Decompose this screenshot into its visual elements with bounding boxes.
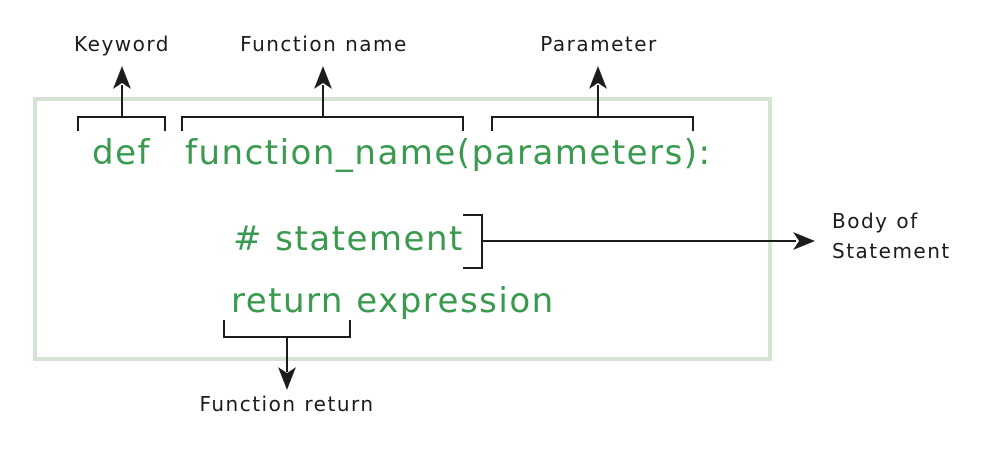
- label-function-name: Function name: [240, 32, 408, 56]
- label-body-of-statement: Body of Statement: [832, 206, 951, 266]
- code-keyword: def: [92, 133, 151, 173]
- keyword-up-arrow-icon: [113, 66, 131, 89]
- label-body-line1: Body of: [832, 209, 919, 233]
- label-keyword: Keyword: [74, 32, 170, 56]
- return-down-arrow-icon: [278, 367, 296, 390]
- label-function-return: Function return: [199, 392, 375, 416]
- function-name-up-arrow-icon: [314, 66, 332, 89]
- code-return-statement: return expression: [231, 281, 555, 321]
- code-statement: # statement: [233, 219, 464, 259]
- parameter-up-arrow-icon: [589, 66, 607, 89]
- label-body-line2: Statement: [832, 239, 951, 263]
- code-box: [33, 97, 772, 361]
- code-signature: function_name(parameters):: [185, 133, 712, 173]
- body-right-arrow-icon: [793, 232, 815, 250]
- label-parameter: Parameter: [540, 32, 658, 56]
